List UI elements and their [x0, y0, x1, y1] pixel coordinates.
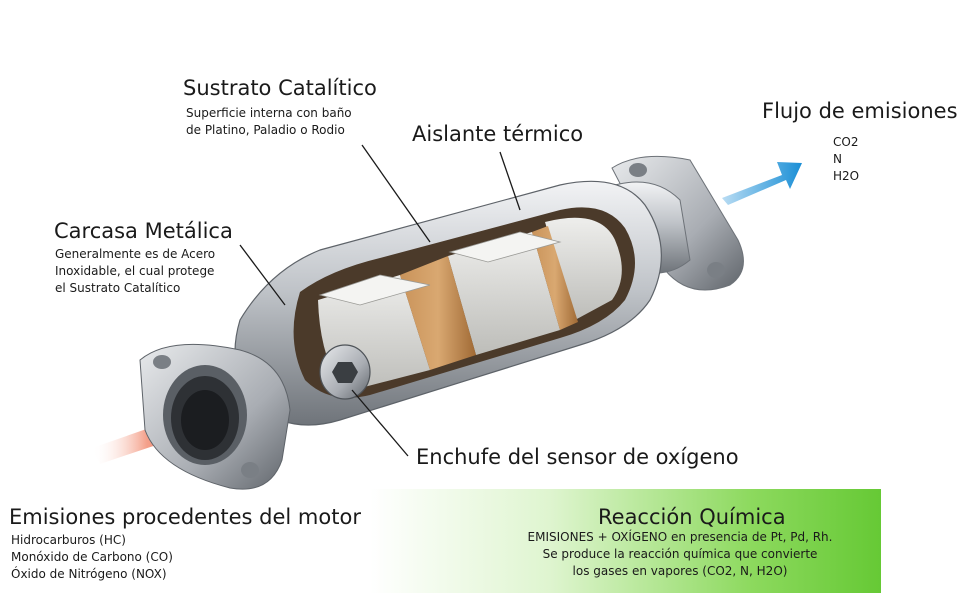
casing-line: Generalmente es de Acero	[55, 247, 216, 261]
outflow-gas: N	[833, 152, 842, 166]
reaction-description: EMISIONES + OXÍGENO en presencia de Pt, …	[500, 529, 860, 580]
insulation-title: Aislante térmico	[412, 122, 584, 146]
substrate-line: Superficie interna con baño	[186, 106, 352, 120]
engine-gas: Óxido de Nitrógeno (NOX)	[11, 567, 167, 581]
engine-gases: Hidrocarburos (HC) Monóxido de Carbono (…	[11, 532, 173, 583]
outflow-gases: CO2 N H2O	[833, 134, 859, 185]
substrate-title: Sustrato Catalítico	[183, 76, 377, 100]
outflow-gas: H2O	[833, 169, 860, 183]
cutaway-interior	[293, 207, 635, 398]
sensor-title: Enchufe del sensor de oxígeno	[416, 445, 739, 469]
substrate-line: de Platino, Paladio o Rodio	[186, 123, 345, 137]
engine-gas: Monóxido de Carbono (CO)	[11, 550, 173, 564]
casing-description: Generalmente es de Acero Inoxidable, el …	[55, 246, 215, 297]
reaction-line: EMISIONES + OXÍGENO en presencia de Pt, …	[527, 530, 833, 544]
engine-gas: Hidrocarburos (HC)	[11, 533, 126, 547]
substrate-description: Superficie interna con baño de Platino, …	[186, 105, 352, 139]
leader-lines	[239, 144, 521, 457]
outflow-title: Flujo de emisiones	[762, 99, 958, 123]
casing-line: Inoxidable, el cual protege	[55, 264, 215, 278]
reaction-line: los gases en vapores (CO2, N, H2O)	[572, 564, 788, 578]
reaction-line: Se produce la reacción química que convi…	[542, 547, 818, 561]
oxygen-sensor-bolt-icon	[319, 344, 371, 400]
reaction-title: Reacción Química	[598, 505, 786, 529]
inlet-flange	[139, 343, 291, 490]
casing-title: Carcasa Metálica	[54, 219, 233, 243]
engine-title: Emisiones procedentes del motor	[9, 505, 361, 529]
blue-arrow-icon	[722, 162, 802, 205]
reaction-panel	[370, 489, 881, 593]
outflow-gas: CO2	[833, 135, 859, 149]
casing-line: el Sustrato Catalítico	[55, 281, 181, 295]
